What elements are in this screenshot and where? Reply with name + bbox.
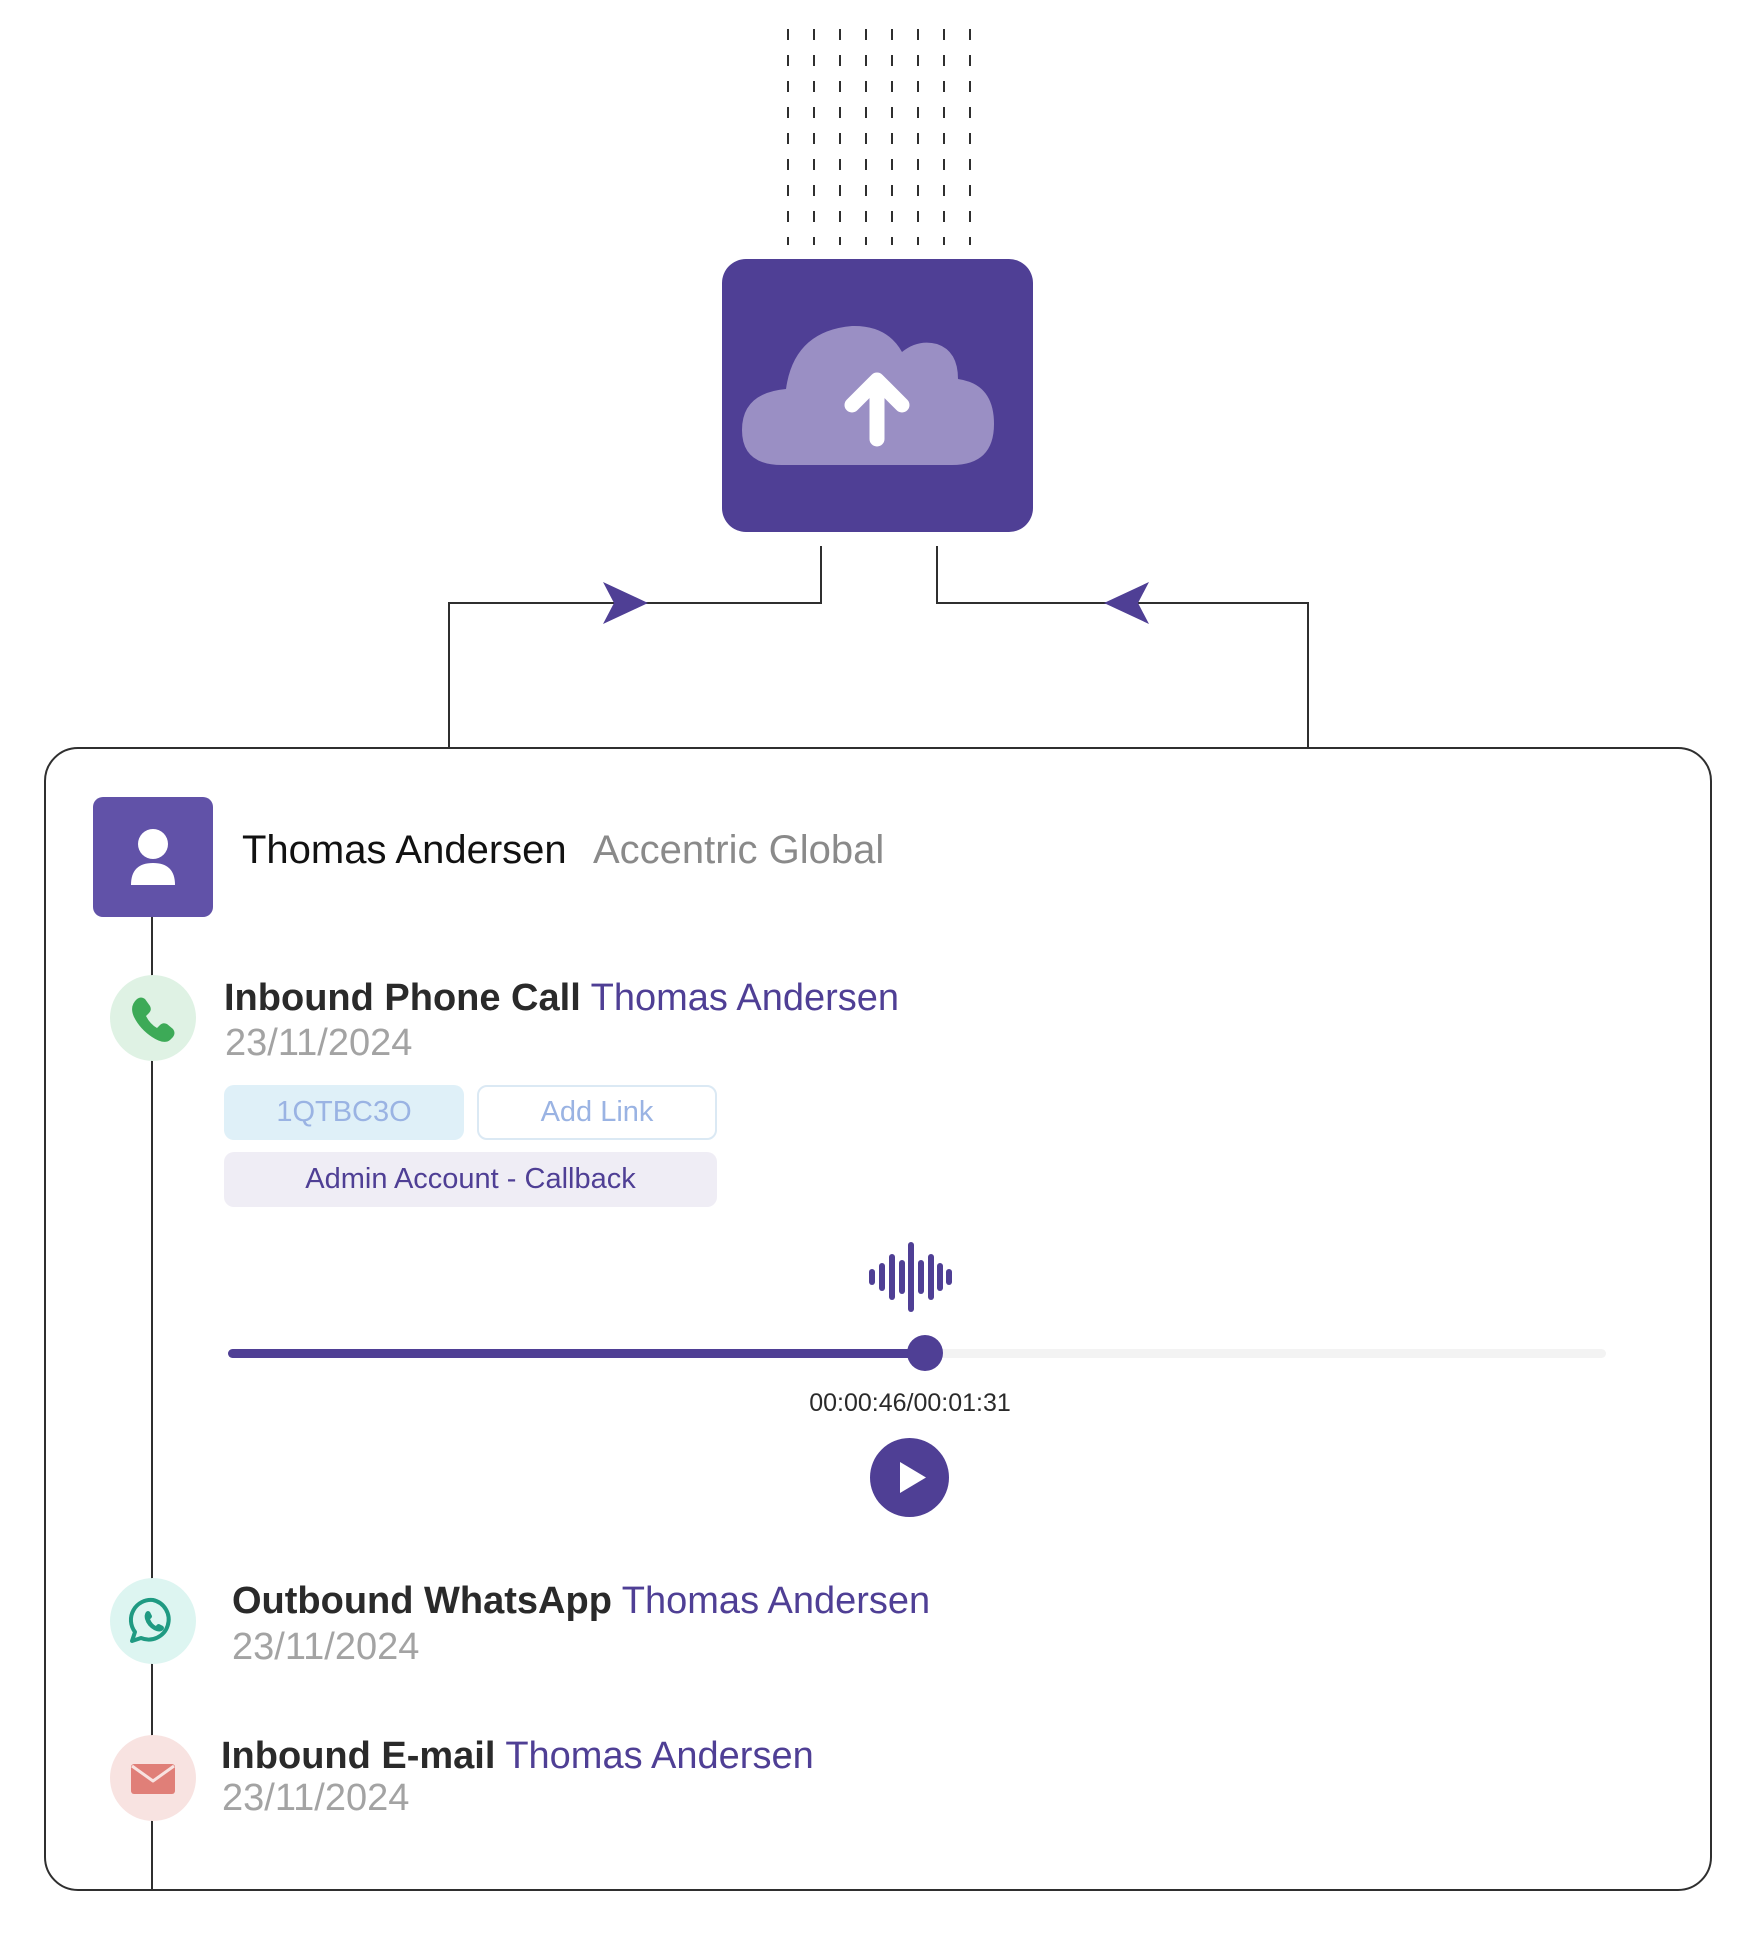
connector-left xyxy=(448,546,822,747)
event-title: Inbound Phone Call Thomas Andersen xyxy=(224,977,899,1020)
audio-progress-fill xyxy=(228,1349,925,1358)
event-date: 23/11/2024 xyxy=(222,1777,410,1819)
whatsapp-icon xyxy=(128,1597,171,1643)
arrow-right-icon xyxy=(1104,582,1149,624)
audio-progress-handle[interactable] xyxy=(906,1335,943,1371)
avatar xyxy=(93,797,213,917)
event-person-link[interactable]: Thomas Andersen xyxy=(505,1735,814,1777)
audio-waveform-icon xyxy=(869,1242,952,1312)
event-date: 23/11/2024 xyxy=(225,1022,413,1064)
email-icon xyxy=(131,1764,175,1794)
play-icon xyxy=(900,1462,926,1493)
connector-right xyxy=(936,546,1309,747)
event-type: Outbound WhatsApp xyxy=(232,1580,612,1622)
contact-timeline-card xyxy=(44,747,1712,1891)
flow-connectors xyxy=(448,29,1309,747)
add-link-button[interactable]: Add Link xyxy=(477,1085,717,1140)
phone-icon xyxy=(132,997,175,1042)
event-title: Outbound WhatsApp Thomas Andersen xyxy=(232,1580,930,1623)
event-person-link[interactable]: Thomas Andersen xyxy=(590,977,900,1019)
audio-time: 00:00:46/00:01:31 xyxy=(809,1389,1011,1417)
event-icon-whatsapp xyxy=(110,1578,196,1664)
event-icon-phone xyxy=(110,975,196,1061)
arrow-left-icon xyxy=(603,582,648,624)
timeline-line xyxy=(151,905,153,1890)
event-person-link[interactable]: Thomas Andersen xyxy=(621,1580,931,1622)
incoming-data-dashes xyxy=(787,29,971,245)
event-type: Inbound Phone Call xyxy=(224,977,581,1019)
reference-badge[interactable]: 1QTBC3O xyxy=(224,1085,464,1140)
contact-company: Accentric Global xyxy=(593,828,885,872)
user-icon xyxy=(131,829,175,885)
event-icon-email xyxy=(110,1735,196,1821)
contact-name: Thomas Andersen xyxy=(242,828,567,872)
cloud-upload-tile xyxy=(722,259,1033,532)
call-tag: Admin Account - Callback xyxy=(224,1152,717,1207)
event-date: 23/11/2024 xyxy=(232,1626,420,1668)
cloud-upload-icon xyxy=(742,325,994,465)
play-button[interactable] xyxy=(870,1438,949,1517)
event-type: Inbound E-mail xyxy=(221,1735,496,1777)
event-title: Inbound E-mail Thomas Andersen xyxy=(221,1735,814,1778)
